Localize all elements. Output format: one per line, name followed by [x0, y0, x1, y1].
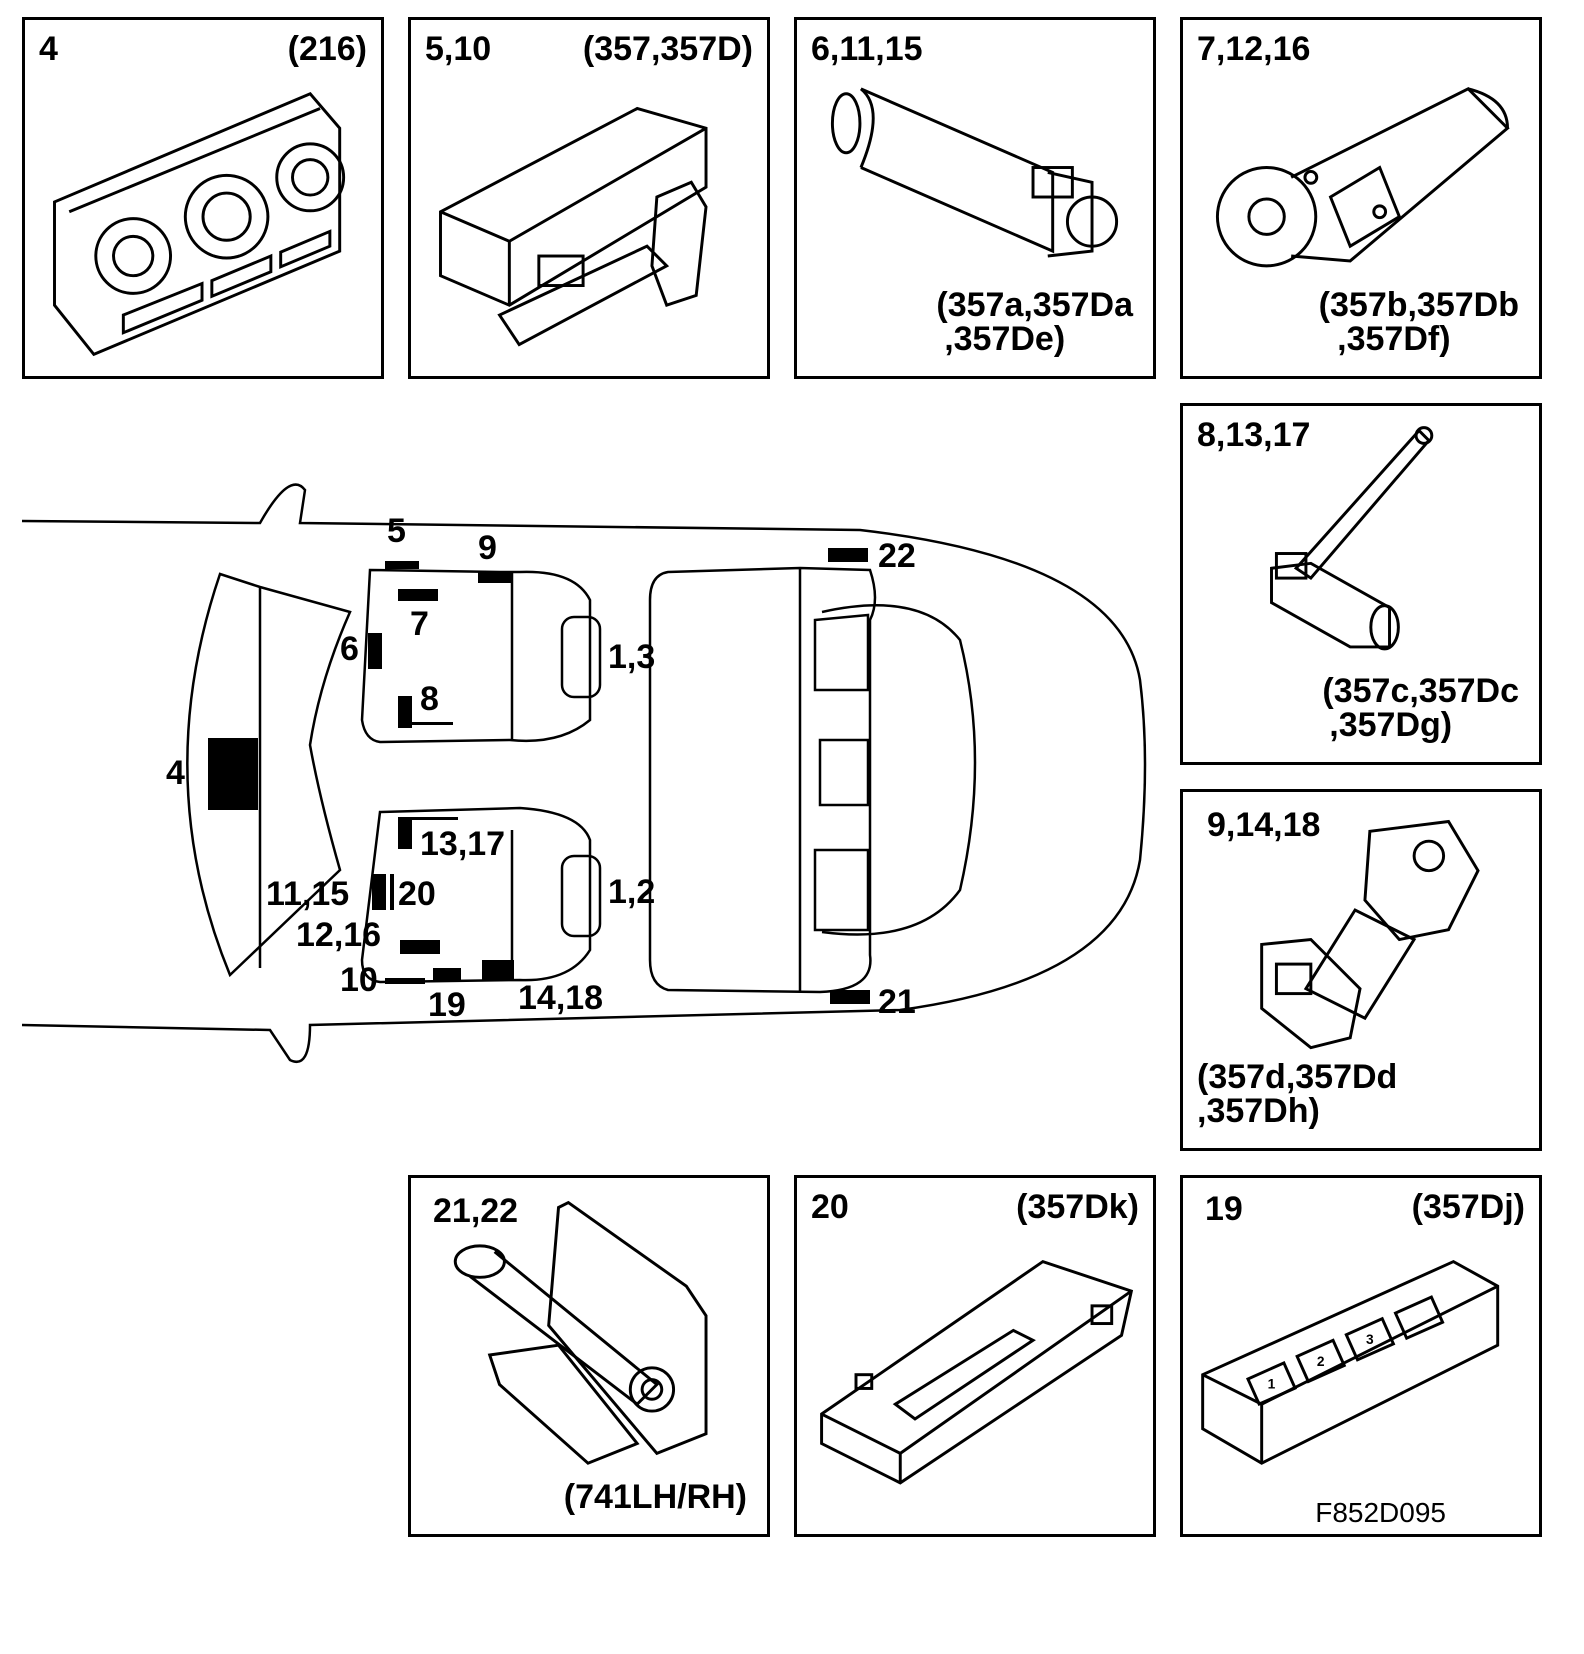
marker-22 [828, 548, 868, 562]
panel-ref-line2: ,357Dh) [1197, 1092, 1320, 1130]
label-6: 6 [340, 630, 359, 668]
panel-ref-line2: ,357De) [944, 320, 1066, 358]
rear-bench [648, 566, 877, 994]
marker-8-line [398, 722, 453, 725]
panel-ref: (357c,357Dc ,357Dg) [1322, 674, 1519, 742]
panel-ref-line1: (357d,357Dd [1197, 1058, 1398, 1096]
panel-number: 20 [811, 1188, 849, 1226]
panel-number: 8,13,17 [1197, 416, 1311, 454]
panel-ref-line1: (357a,357Da [936, 286, 1133, 324]
car-body-outline [21, 483, 1147, 1063]
seat-belt-buckle-illustration [453, 1200, 708, 1465]
control-unit-illustration [820, 1259, 1134, 1485]
panel-ref: (357a,357Da ,357De) [936, 288, 1133, 356]
panel-8-13-17: 8,13,17 (357c,357Dc ,357Dg) [1180, 403, 1542, 765]
rear-parcel [821, 604, 977, 936]
marker-10 [385, 978, 425, 984]
panel-number: 9,14,18 [1207, 806, 1321, 844]
memory-switch-illustration: 1 2 3 [1201, 1259, 1500, 1465]
label-14-18: 14,18 [518, 979, 604, 1017]
label-7: 7 [410, 605, 429, 643]
marker-4 [208, 738, 258, 810]
panel-ref-line2: ,357Df) [1337, 320, 1451, 358]
label-22: 22 [878, 537, 916, 575]
label-12-16: 12,16 [296, 916, 382, 954]
headrest-right [560, 854, 602, 938]
panel-21-22: 21,22 (741LH/RH) [408, 1175, 770, 1537]
windshield [186, 572, 352, 978]
label-20: 20 [398, 875, 436, 913]
panel-9-14-18: 9,14,18 (357d,357Dd ,357Dh) [1180, 789, 1542, 1151]
rear-seat-cushion-1 [813, 613, 870, 692]
marker-19 [433, 968, 461, 980]
label-9: 9 [478, 529, 497, 567]
panel-number: 6,11,15 [811, 30, 923, 68]
panel-number: 7,12,16 [1197, 30, 1311, 68]
marker-7 [398, 589, 438, 601]
marker-8 [398, 696, 412, 728]
marker-20 [390, 874, 394, 910]
marker-6 [368, 633, 382, 669]
panel-number: 4 [39, 30, 58, 68]
panel-20: 20 (357Dk) [794, 1175, 1156, 1537]
rear-seat-cushion-2 [818, 738, 870, 807]
panel-ref: (357,357D) [582, 30, 753, 68]
figure-id: F852D095 [1315, 1497, 1446, 1528]
panel-ref: (357b,357Db ,357Df) [1319, 288, 1519, 356]
front-seat-right [360, 806, 592, 984]
marker-5 [385, 561, 419, 569]
button-glyph-3: 3 [1366, 1332, 1374, 1347]
label-4: 4 [166, 754, 185, 792]
marker-9 [478, 571, 512, 583]
panel-number: 21,22 [433, 1192, 519, 1230]
seat-motor-gearbox-illustration [1215, 87, 1510, 268]
seat-motor-illustration [830, 87, 1119, 258]
seat-motor-spindle-illustration [1270, 426, 1434, 651]
label-1-3: 1,3 [608, 638, 656, 676]
panel-5-10: 5,10 (357,357D) [408, 17, 770, 379]
label-21: 21 [878, 983, 916, 1021]
label-10: 10 [340, 961, 378, 999]
label-11-15: 11,15 [266, 875, 350, 913]
seat-motor-vertical-illustration [1260, 819, 1480, 1050]
button-glyph-2: 2 [1317, 1354, 1325, 1369]
headrest-left [560, 615, 602, 699]
label-19: 19 [428, 986, 466, 1024]
marker-11-15 [372, 874, 386, 910]
label-13-17: 13,17 [420, 825, 506, 863]
climate-control-panel-illustration [53, 91, 346, 357]
panel-ref-line1: (357b,357Db [1318, 286, 1519, 324]
panel-4: 4 (216) [22, 17, 384, 379]
marker-13-17-line [398, 817, 458, 820]
label-1-2: 1,2 [608, 873, 656, 911]
seat-switch-module-illustration [439, 106, 708, 347]
panel-ref: (357d,357Dd ,357Dh) [1197, 1060, 1397, 1128]
panel-number: 5,10 [425, 30, 492, 68]
marker-13-17 [398, 817, 412, 849]
marker-21 [830, 990, 870, 1004]
marker-12-16 [400, 940, 440, 954]
front-seat-left [360, 568, 592, 744]
label-8: 8 [420, 680, 439, 718]
panel-19: 19 (357Dj) 1 2 3 [1180, 1175, 1542, 1537]
panel-7-12-16: 7,12,16 (357b,357Db ,357Df) [1180, 17, 1542, 379]
panel-number: 19 [1205, 1190, 1243, 1228]
label-5: 5 [387, 512, 406, 550]
panel-ref: (357Dj) [1411, 1188, 1525, 1226]
marker-14-18 [482, 960, 514, 980]
panel-ref: (741LH/RH) [563, 1478, 747, 1516]
panel-ref: (357Dk) [1016, 1188, 1139, 1226]
panel-ref: (216) [287, 30, 367, 68]
button-glyph-1: 1 [1268, 1376, 1276, 1391]
panel-ref-line2: ,357Dg) [1329, 706, 1453, 744]
panel-6-11-15: 6,11,15 (357a,357Da ,357De) [794, 17, 1156, 379]
rear-seat-cushion-3 [813, 848, 870, 932]
panel-ref-line1: (357c,357Dc [1322, 672, 1519, 710]
